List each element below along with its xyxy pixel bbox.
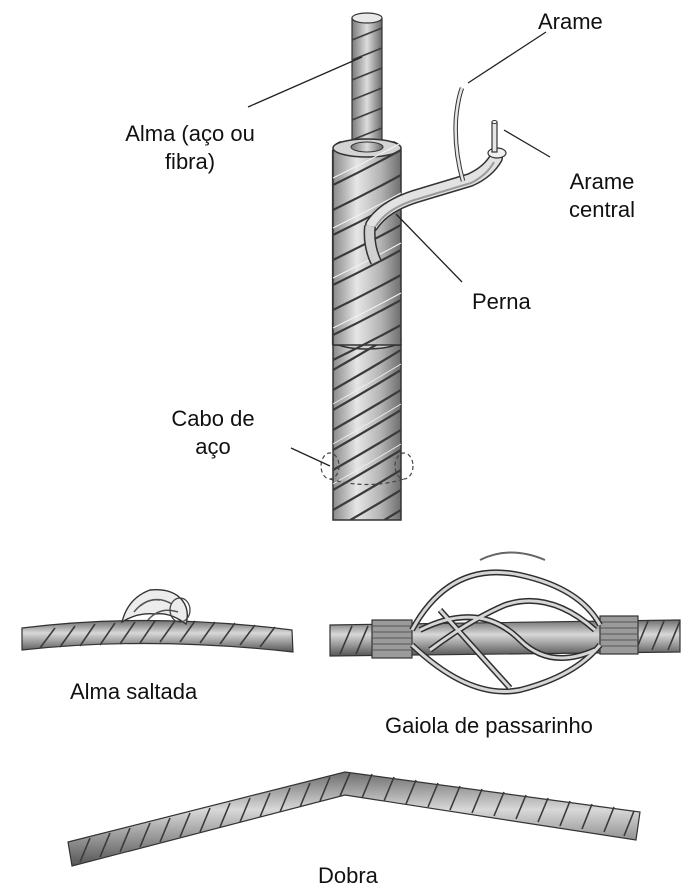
label-cabo-line1: Cabo de [158,405,268,433]
leader-arame [468,32,546,83]
label-arame-central-line2: central [552,196,652,224]
label-alma-line1: Alma (aço ou [110,120,270,148]
label-arame-central-line1: Arame [552,168,652,196]
dobra-illustration [68,772,640,866]
label-dobra: Dobra [318,862,378,890]
wire-rope-main [321,13,506,550]
label-alma-saltada: Alma saltada [70,678,197,706]
leader-alma [248,57,362,107]
label-perna: Perna [472,288,531,316]
alma-saltada-illustration [22,590,293,652]
label-arame: Arame [538,8,603,36]
gaiola-illustration [330,553,680,692]
label-alma-line2: fibra) [110,148,270,176]
leader-perna [396,214,462,282]
label-cabo-de-aco: Cabo de aço [158,405,268,461]
label-cabo-line2: aço [158,433,268,461]
label-alma: Alma (aço ou fibra) [110,120,270,176]
leader-arame-central [504,130,550,157]
label-arame-central: Arame central [552,168,652,224]
label-gaiola: Gaiola de passarinho [385,712,593,740]
